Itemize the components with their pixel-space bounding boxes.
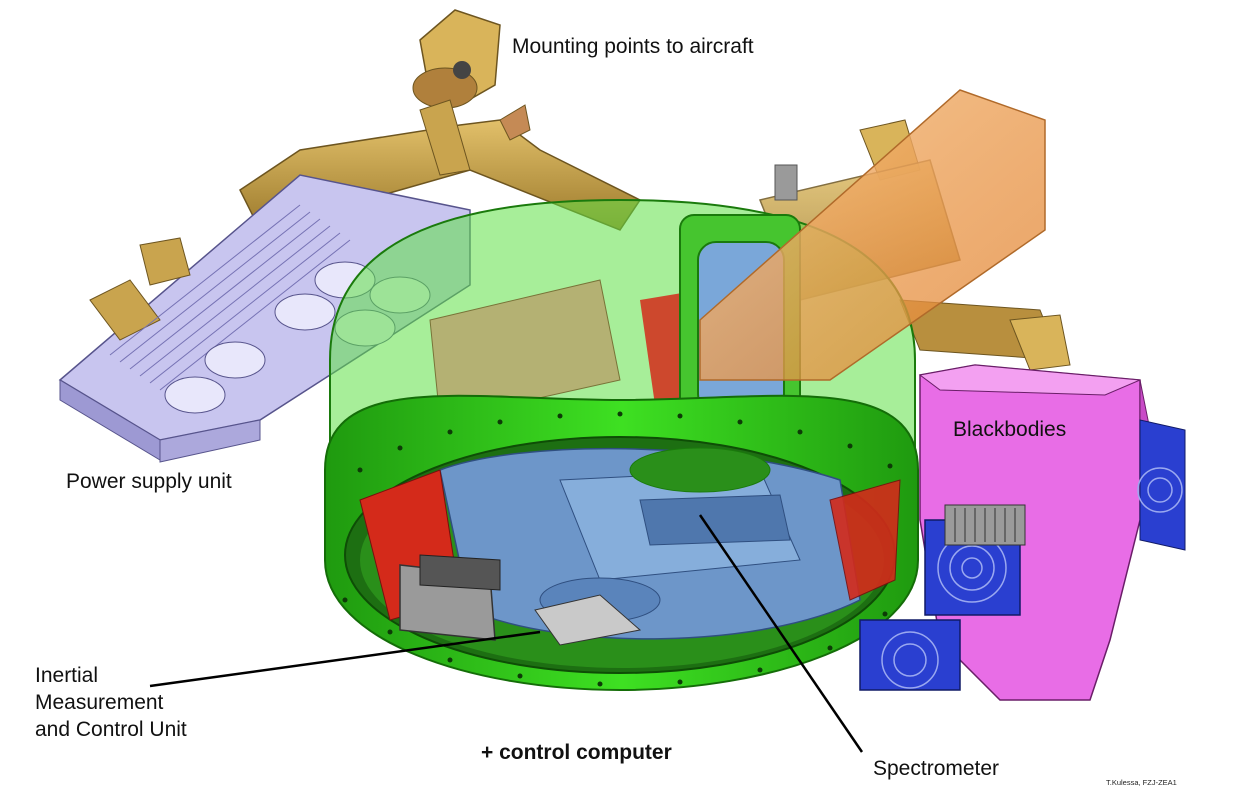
label-blackbodies: Blackbodies	[953, 418, 1067, 441]
label-imcu-line1: Inertial	[35, 664, 99, 687]
label-imcu-line3: and Control Unit	[35, 718, 187, 741]
label-spectrometer: Spectrometer	[873, 757, 1000, 780]
label-control-computer: + control computer	[481, 741, 672, 764]
imcu-box	[399, 554, 642, 646]
label-mounting-points: Mounting points to aircraft	[512, 35, 754, 58]
spectrometer	[359, 447, 901, 640]
label-imcu-line2: Measurement	[35, 691, 164, 714]
label-power-supply-unit: Power supply unit	[66, 470, 232, 493]
power-supply-unit	[58, 174, 471, 463]
blackbodies-unit	[859, 364, 1186, 701]
image-credit: T.Kulessa, FZJ-ZEA1	[1106, 778, 1177, 787]
leader-lines	[149, 514, 864, 753]
